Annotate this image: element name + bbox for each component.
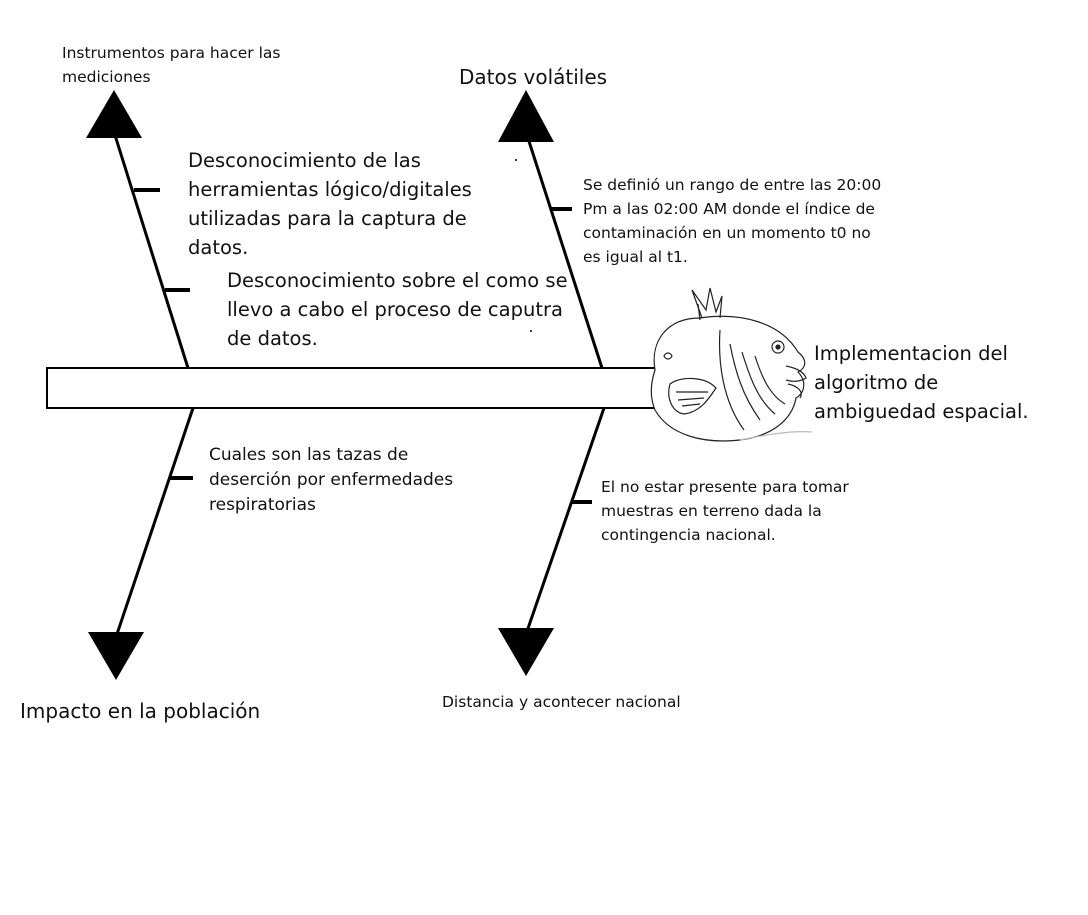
effect-label: Implementacion del algoritmo de ambigued…	[814, 342, 1029, 423]
bone-bottom-right	[522, 407, 606, 641]
arrowhead-bottom-right	[498, 628, 554, 676]
cause-label-proceso-captura: Desconocimiento sobre el como se llevo a…	[227, 269, 568, 350]
spine	[46, 367, 668, 409]
stray-dot	[515, 159, 517, 161]
bone-top-right	[524, 131, 604, 369]
category-label-impacto-poblacion: Impacto en la población	[20, 699, 261, 723]
bone-top-left	[112, 131, 190, 369]
arrowhead-top-right	[498, 90, 554, 142]
category-label-instrumentos: Instrumentos para hacer las mediciones	[62, 44, 281, 86]
stray-dot	[530, 330, 532, 332]
fish-head-illustration	[650, 287, 813, 442]
category-label-distancia: Distancia y acontecer nacional	[442, 693, 681, 711]
arrowhead-bottom-left	[88, 632, 144, 680]
cause-label-herramientas: Desconocimiento de las herramientas lógi…	[188, 149, 472, 259]
cause-label-contingencia: El no estar presente para tomar muestras…	[601, 478, 849, 544]
arrowhead-top-left	[86, 90, 142, 138]
cause-label-rango-horario: Se definió un rango de entre las 20:00 P…	[583, 176, 882, 266]
category-label-datos-volatiles: Datos volátiles	[459, 65, 608, 89]
bone-bottom-left	[113, 407, 195, 641]
cause-label-desercion: Cuales son las tazas de deserción por en…	[209, 445, 454, 515]
